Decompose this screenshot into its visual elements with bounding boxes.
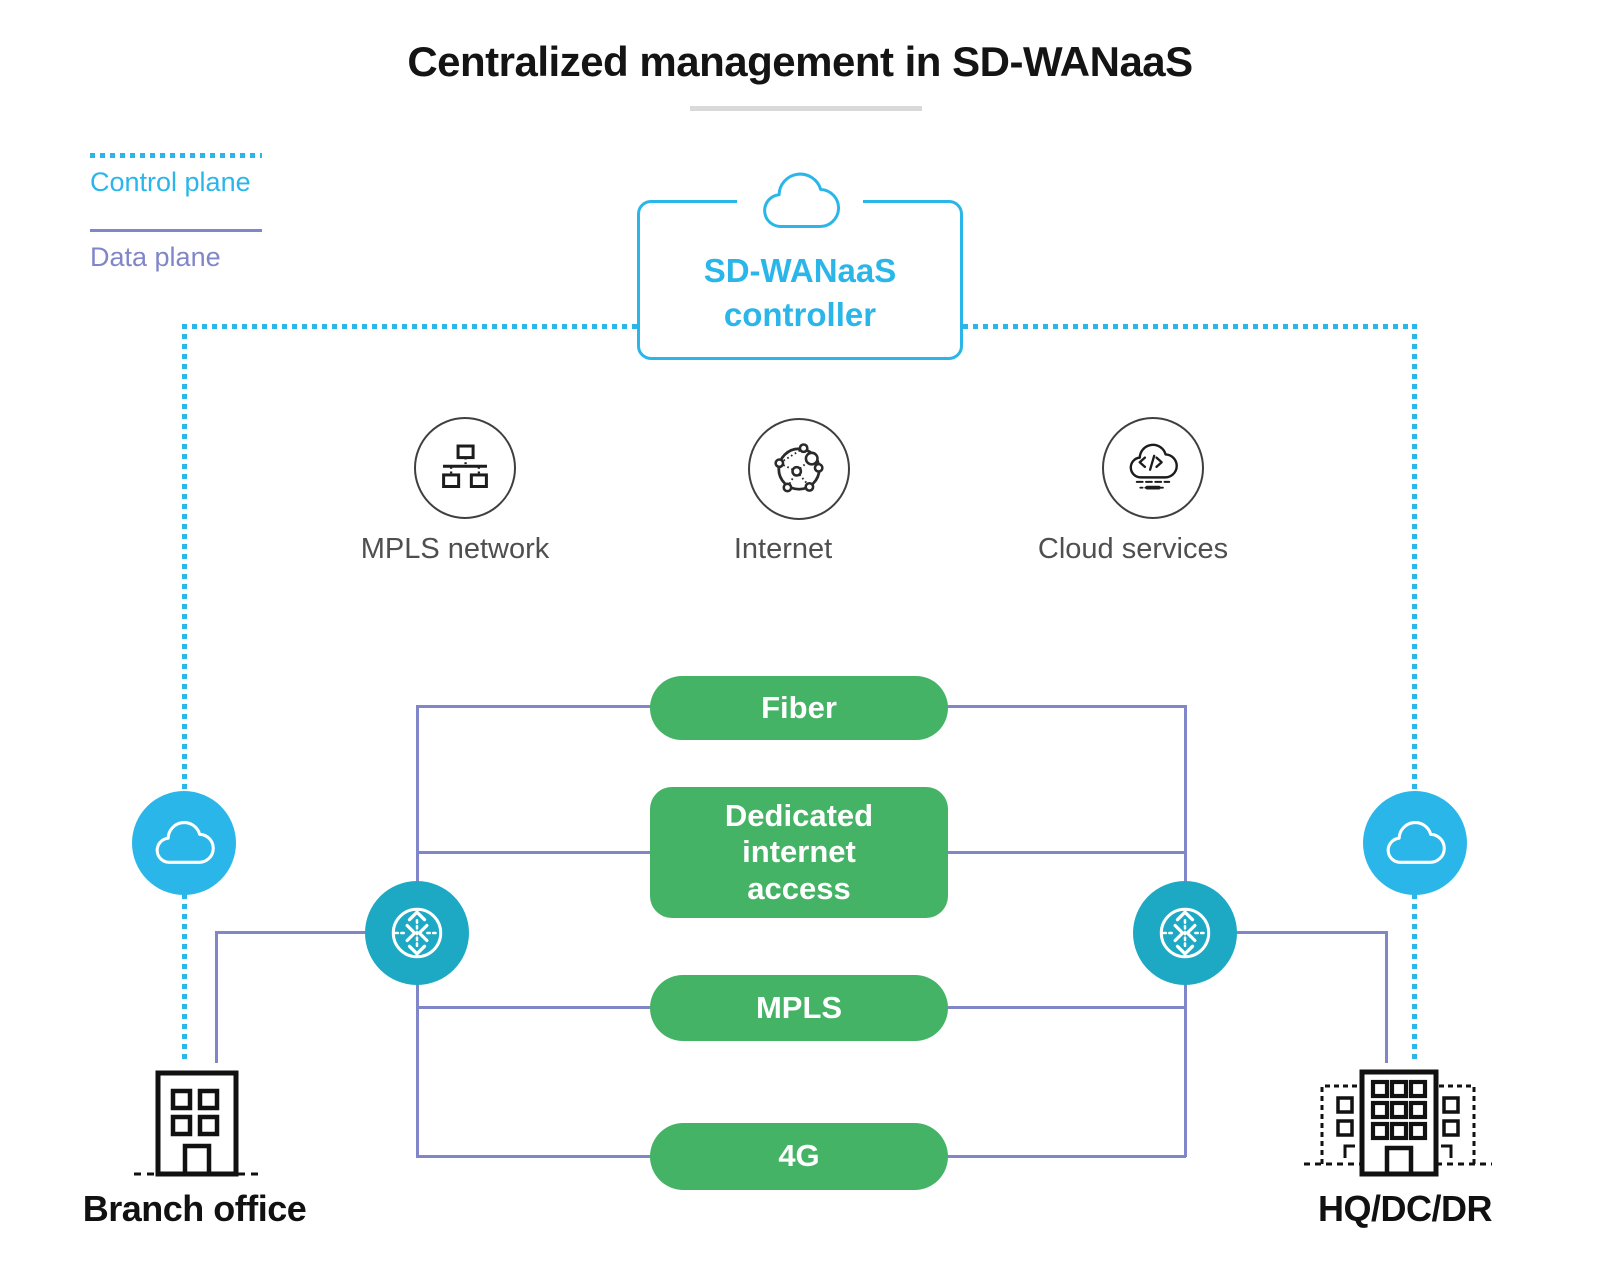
cloud-services-label: Cloud services: [1037, 533, 1229, 565]
branch-office-label: Branch office: [82, 1188, 307, 1229]
right-router-node: [1133, 881, 1237, 985]
control-plane-legend-line: [90, 153, 262, 158]
office-building-icon: [134, 1070, 260, 1177]
cloud-code-icon: [1129, 443, 1178, 490]
mpls-network-circle: [414, 417, 516, 519]
transport-pill-fiber: Fiber: [650, 676, 948, 740]
cloud-icon: [155, 821, 215, 864]
control-plane-line-right-horizontal: [963, 324, 1415, 329]
branch-office-link-vertical: [215, 931, 218, 1063]
data-plane-legend-line: [90, 229, 262, 232]
right-cloud-node: [1363, 791, 1467, 895]
hq-label: HQ/DC/DR: [1318, 1188, 1493, 1229]
control-plane-line-left-vertical: [182, 324, 187, 1060]
4g-label: 4G: [778, 1138, 820, 1174]
internet-label: Internet: [733, 533, 833, 565]
page-title: Centralized management in SD-WANaaS: [407, 38, 1193, 85]
fiber-label: Fiber: [761, 689, 837, 725]
cloud-icon: [1386, 821, 1446, 864]
hq-buildings-icon: [1304, 1069, 1492, 1177]
internet-circle: [748, 418, 850, 520]
control-plane-line-left-horizontal: [182, 324, 637, 329]
controller-label-line1: SD-WANaaS: [703, 252, 897, 290]
hq-link-vertical: [1385, 931, 1388, 1063]
dia-label: Dedicated internet access: [724, 797, 874, 906]
hq-link-horizontal: [1185, 931, 1388, 934]
left-router-node: [365, 881, 469, 985]
router-icon: [1159, 907, 1211, 959]
transport-pill-4g: 4G: [650, 1123, 948, 1190]
left-cloud-node: [132, 791, 236, 895]
mpls-network-icon: [442, 444, 488, 489]
controller-label-line2: controller: [723, 296, 877, 333]
mpls-label: MPLS: [755, 989, 843, 1025]
cloud-icon: [763, 172, 841, 228]
internet-globe-icon: [774, 443, 824, 493]
router-icon: [391, 907, 443, 959]
transport-pill-dia: Dedicated internet access: [650, 787, 948, 918]
mpls-network-label: MPLS network: [360, 533, 550, 565]
control-plane-legend-label: Control plane: [90, 167, 251, 197]
control-plane-line-right-vertical: [1412, 324, 1417, 1060]
title-divider: [690, 106, 922, 111]
transport-pill-mpls: MPLS: [650, 975, 948, 1041]
cloud-services-circle: [1102, 417, 1204, 519]
branch-office-link-horizontal: [215, 931, 417, 934]
data-plane-legend-label: Data plane: [90, 242, 221, 272]
